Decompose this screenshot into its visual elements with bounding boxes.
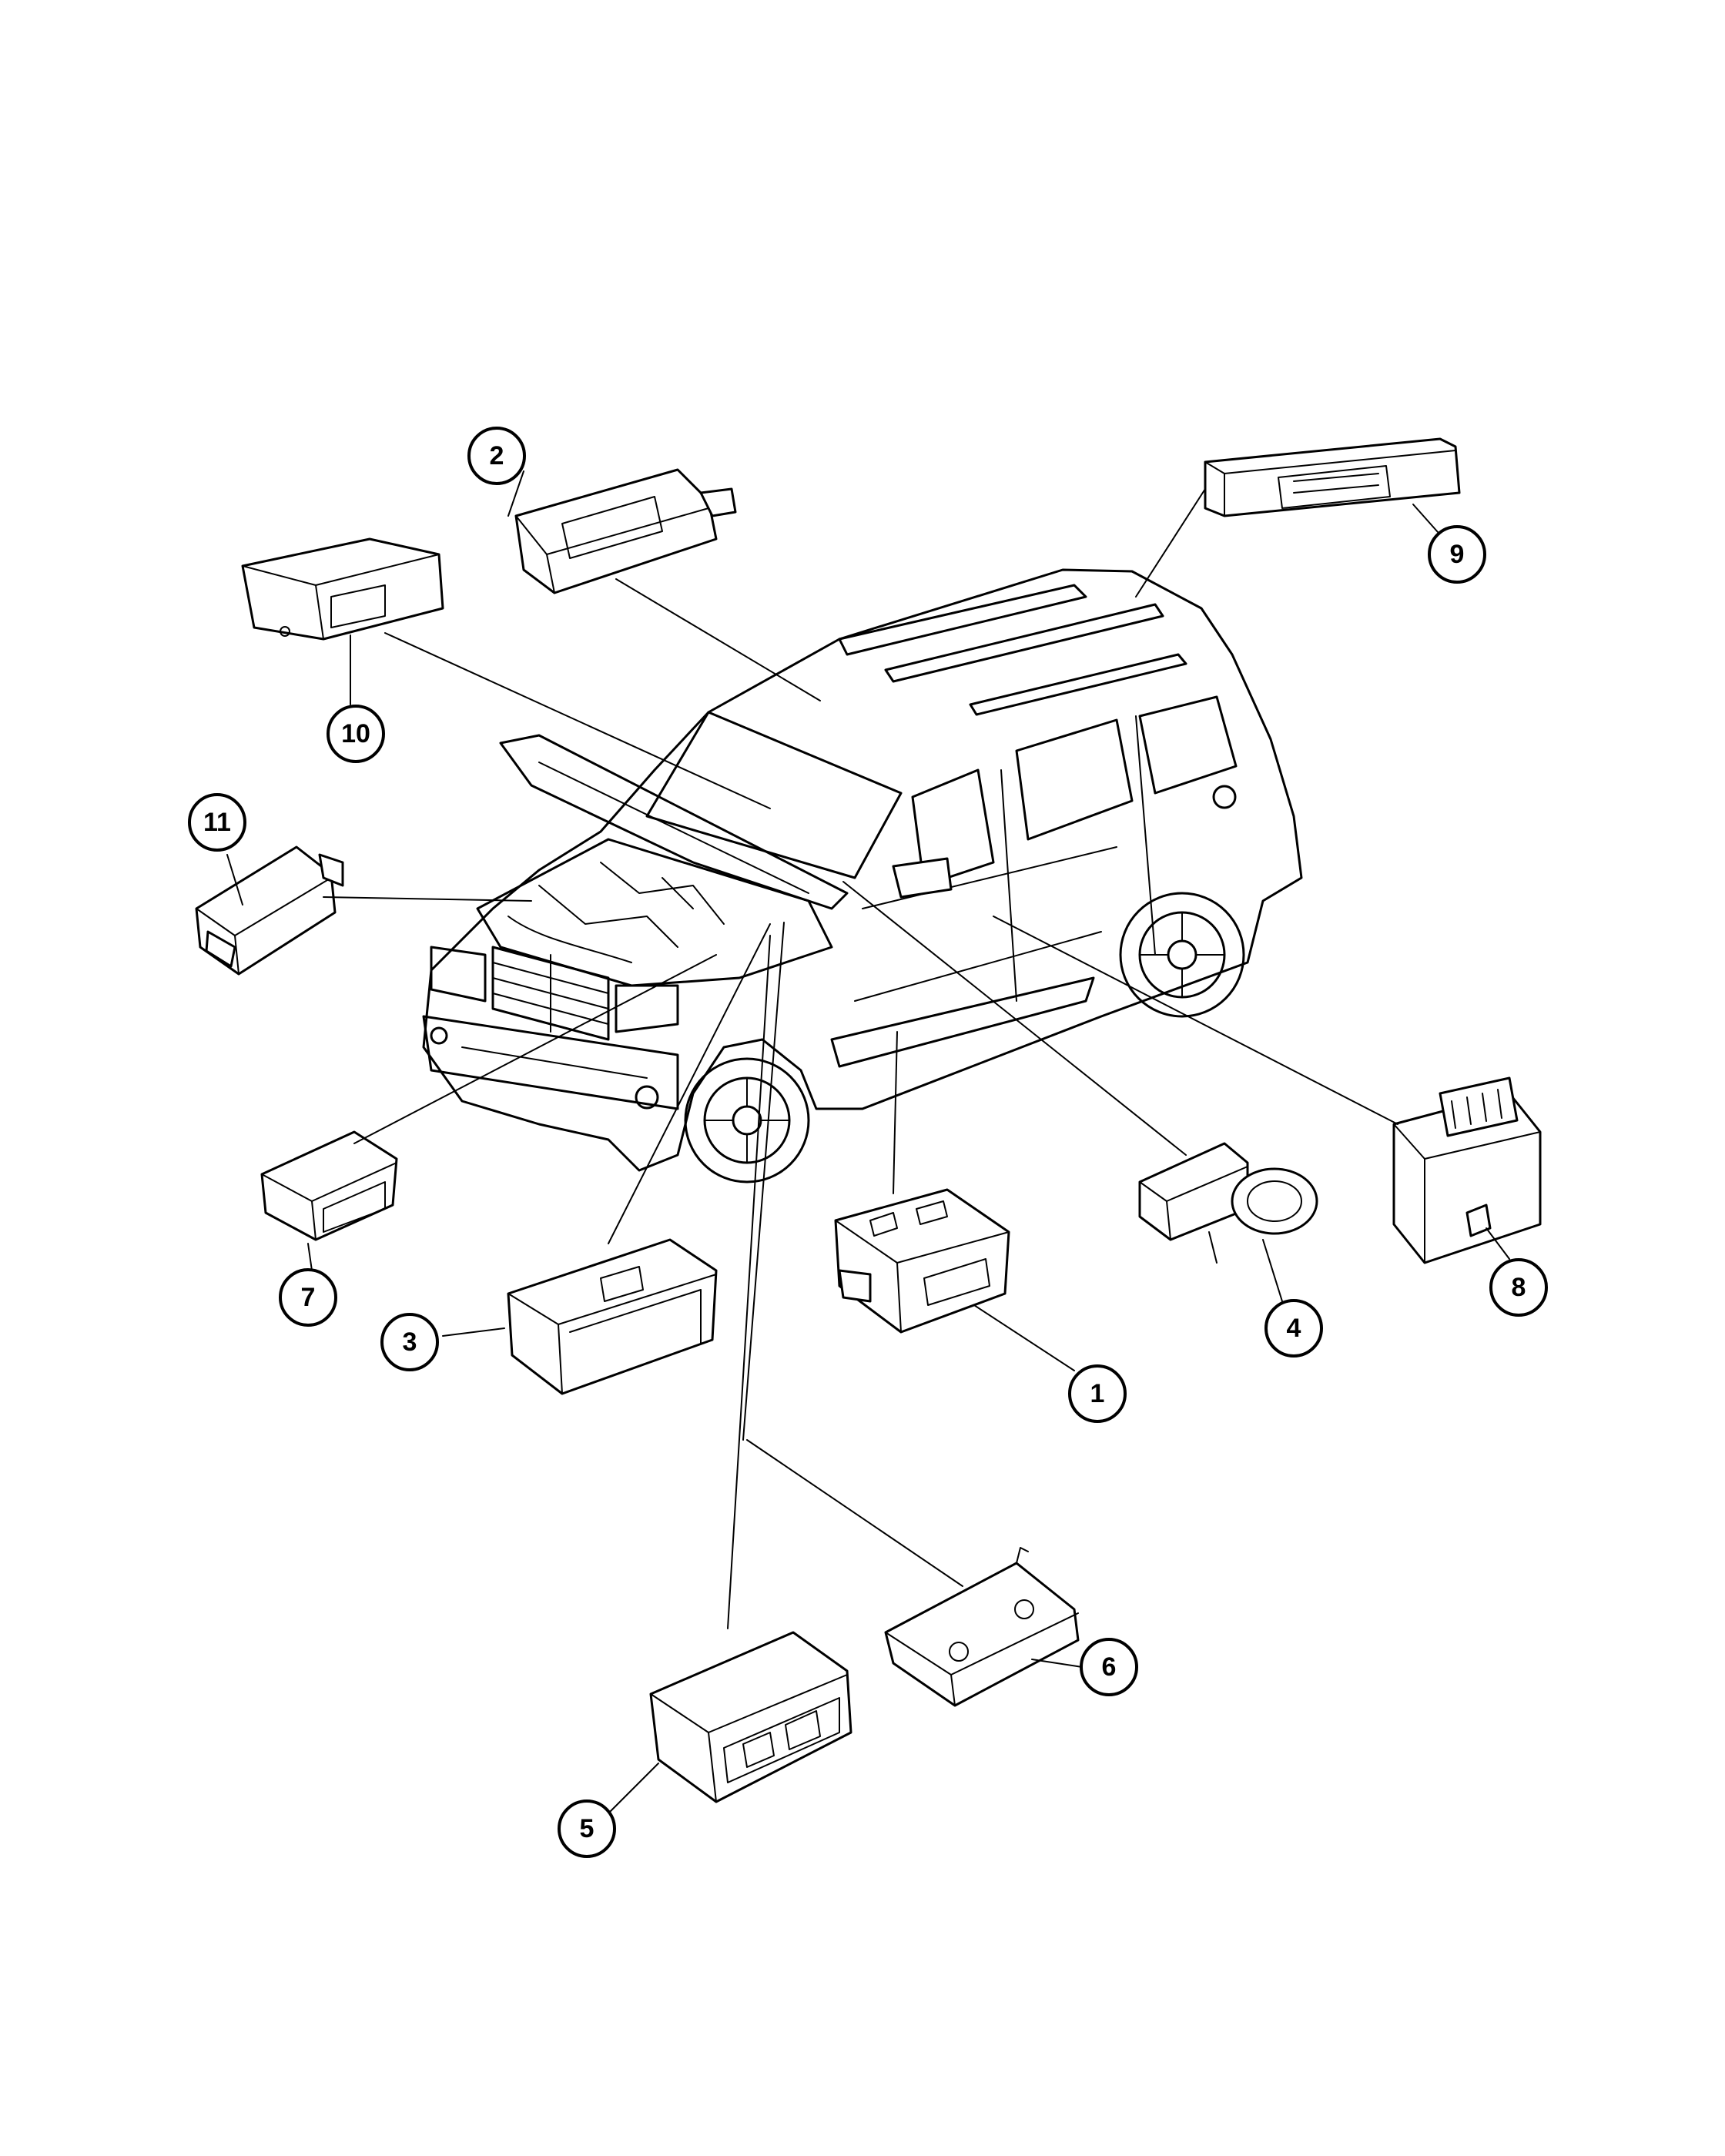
callout-3-label: 3 <box>403 1327 417 1357</box>
leader-lines <box>226 470 1510 1814</box>
callout-1: 1 <box>1068 1364 1127 1423</box>
callout-9: 9 <box>1428 525 1486 584</box>
part-1-module <box>834 1188 1010 1334</box>
part-2-module <box>514 468 737 594</box>
part-7-module <box>260 1130 398 1241</box>
callout-4: 4 <box>1264 1299 1323 1358</box>
part-5-module <box>649 1631 852 1803</box>
callout-6-label: 6 <box>1102 1652 1117 1682</box>
part-6-module <box>884 1547 1080 1707</box>
callout-11: 11 <box>188 793 246 852</box>
part-9-module <box>1204 437 1461 517</box>
part-10-module <box>241 537 444 641</box>
callout-5: 5 <box>558 1799 616 1858</box>
part-3-module <box>507 1238 718 1395</box>
callout-7-label: 7 <box>301 1283 316 1312</box>
callout-8-label: 8 <box>1512 1273 1526 1302</box>
part-8-module <box>1392 1076 1542 1264</box>
callout-8: 8 <box>1489 1258 1548 1317</box>
callout-6: 6 <box>1080 1638 1138 1696</box>
callout-11-label: 11 <box>203 808 231 837</box>
callout-7: 7 <box>279 1268 337 1327</box>
callout-9-label: 9 <box>1450 540 1465 569</box>
part-11-module <box>195 845 344 976</box>
callout-4-label: 4 <box>1287 1314 1301 1343</box>
callout-2: 2 <box>467 427 526 485</box>
callout-10-label: 10 <box>341 719 370 748</box>
vehicle-illustration <box>422 568 1303 1183</box>
callout-2-label: 2 <box>490 441 504 470</box>
callout-1-label: 1 <box>1090 1379 1105 1408</box>
part-4-module <box>1138 1142 1318 1264</box>
callout-3: 3 <box>380 1313 439 1371</box>
callout-10: 10 <box>327 705 385 763</box>
callout-5-label: 5 <box>580 1814 595 1843</box>
